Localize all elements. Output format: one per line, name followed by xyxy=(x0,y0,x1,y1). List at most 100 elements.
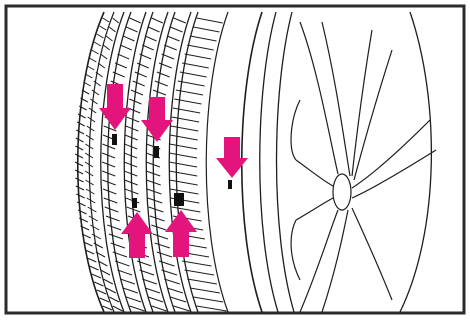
sipe-line xyxy=(102,162,115,167)
sipe-line xyxy=(106,216,120,221)
sipe-line xyxy=(170,297,186,302)
sipe-line xyxy=(118,54,130,59)
arrow-down-icon xyxy=(216,137,248,178)
sipe-line xyxy=(170,27,182,32)
sipe-line xyxy=(105,207,119,212)
sipe-line xyxy=(76,194,84,198)
groove-4-left xyxy=(169,12,191,312)
sipe-line xyxy=(137,261,151,266)
sipe-line xyxy=(133,81,145,86)
sipe-line xyxy=(153,90,166,95)
wear-indicator xyxy=(174,193,184,206)
sipe-line xyxy=(76,130,84,134)
sipe-line xyxy=(97,290,106,294)
sipe-line xyxy=(89,266,98,270)
sipe-line xyxy=(148,297,163,302)
sipe-line xyxy=(106,288,116,293)
sipe-line xyxy=(76,138,84,142)
sipe-line xyxy=(90,99,97,104)
sipe-line xyxy=(101,54,108,59)
sipe-line xyxy=(113,306,123,311)
sipe-line xyxy=(102,153,115,158)
sipe-line xyxy=(155,243,170,248)
sipe-line xyxy=(169,144,197,149)
wear-indicator xyxy=(112,134,117,145)
sipe-line xyxy=(151,225,166,230)
sipe-line xyxy=(75,154,83,158)
spoke-upper xyxy=(300,22,350,176)
sipe-line xyxy=(89,216,98,221)
sipe-line xyxy=(97,34,104,38)
sipe-line xyxy=(124,153,137,158)
arrow-up-icon xyxy=(165,210,197,257)
sipe-line xyxy=(157,72,170,77)
sipe-line xyxy=(148,27,159,32)
sipe-line xyxy=(152,18,163,23)
sipe-line xyxy=(126,297,141,302)
spoke-upper-right xyxy=(352,30,392,180)
wheel-rim xyxy=(260,12,432,312)
rim-inner-edge xyxy=(277,12,295,312)
sipe-line xyxy=(120,45,131,50)
sipe-line xyxy=(145,288,160,293)
sipe-line xyxy=(164,45,176,50)
sipe-line xyxy=(102,180,115,185)
sipe-line xyxy=(170,135,198,140)
sipe-line xyxy=(88,207,97,212)
sipe-line xyxy=(182,63,209,68)
wear-indicator xyxy=(228,180,232,189)
sipe-line xyxy=(107,225,121,230)
sipe-line xyxy=(150,216,165,221)
sipe-line xyxy=(130,18,141,23)
sipe-line xyxy=(169,162,197,167)
sipe-line xyxy=(75,170,83,174)
sipe-line xyxy=(129,99,141,104)
sipe-line xyxy=(102,171,115,176)
sipe-line xyxy=(145,36,156,41)
wear-indicator xyxy=(154,146,159,158)
sipe-line xyxy=(152,306,167,311)
sipe-line xyxy=(123,36,134,41)
indicator-arrows xyxy=(99,84,248,258)
sipe-line xyxy=(187,279,217,284)
spoke-left xyxy=(296,160,333,220)
sipe-line xyxy=(103,45,109,50)
sipe-line xyxy=(174,306,190,311)
sipe-line xyxy=(180,72,207,77)
sipe-line xyxy=(109,234,123,239)
sipe-line xyxy=(185,270,214,275)
sipe-line xyxy=(153,234,168,239)
sipe-line xyxy=(106,36,112,41)
sipe-line xyxy=(173,108,200,113)
sipe-line xyxy=(75,178,83,182)
wheel-hub xyxy=(333,174,351,210)
sipe-line xyxy=(131,90,143,95)
sipe-line xyxy=(169,180,197,185)
sipe-line xyxy=(120,279,135,284)
sipe-line xyxy=(85,74,92,78)
spoke-lower xyxy=(300,210,348,312)
sipe-line xyxy=(190,288,220,293)
sipe-line xyxy=(123,288,138,293)
sipe-line xyxy=(92,234,101,239)
sipe-line xyxy=(92,90,99,95)
sipe-line xyxy=(100,298,109,302)
sipe-line xyxy=(124,162,137,167)
sipe-line xyxy=(77,122,85,126)
sipe-line xyxy=(167,36,179,41)
spoke-right xyxy=(352,120,436,198)
arrow-down-icon xyxy=(141,97,173,142)
sipe-line xyxy=(109,27,115,32)
wheel-spokes xyxy=(291,22,436,312)
sipe-line xyxy=(155,81,168,86)
sipe-line xyxy=(187,45,213,50)
sipe-line xyxy=(169,153,197,158)
rim-flange-detail xyxy=(291,100,300,280)
sipe-line xyxy=(75,146,83,150)
sipe-line xyxy=(103,18,109,22)
sipe-line xyxy=(104,198,118,203)
sipe-line xyxy=(174,99,201,104)
sipe-line xyxy=(197,306,227,311)
